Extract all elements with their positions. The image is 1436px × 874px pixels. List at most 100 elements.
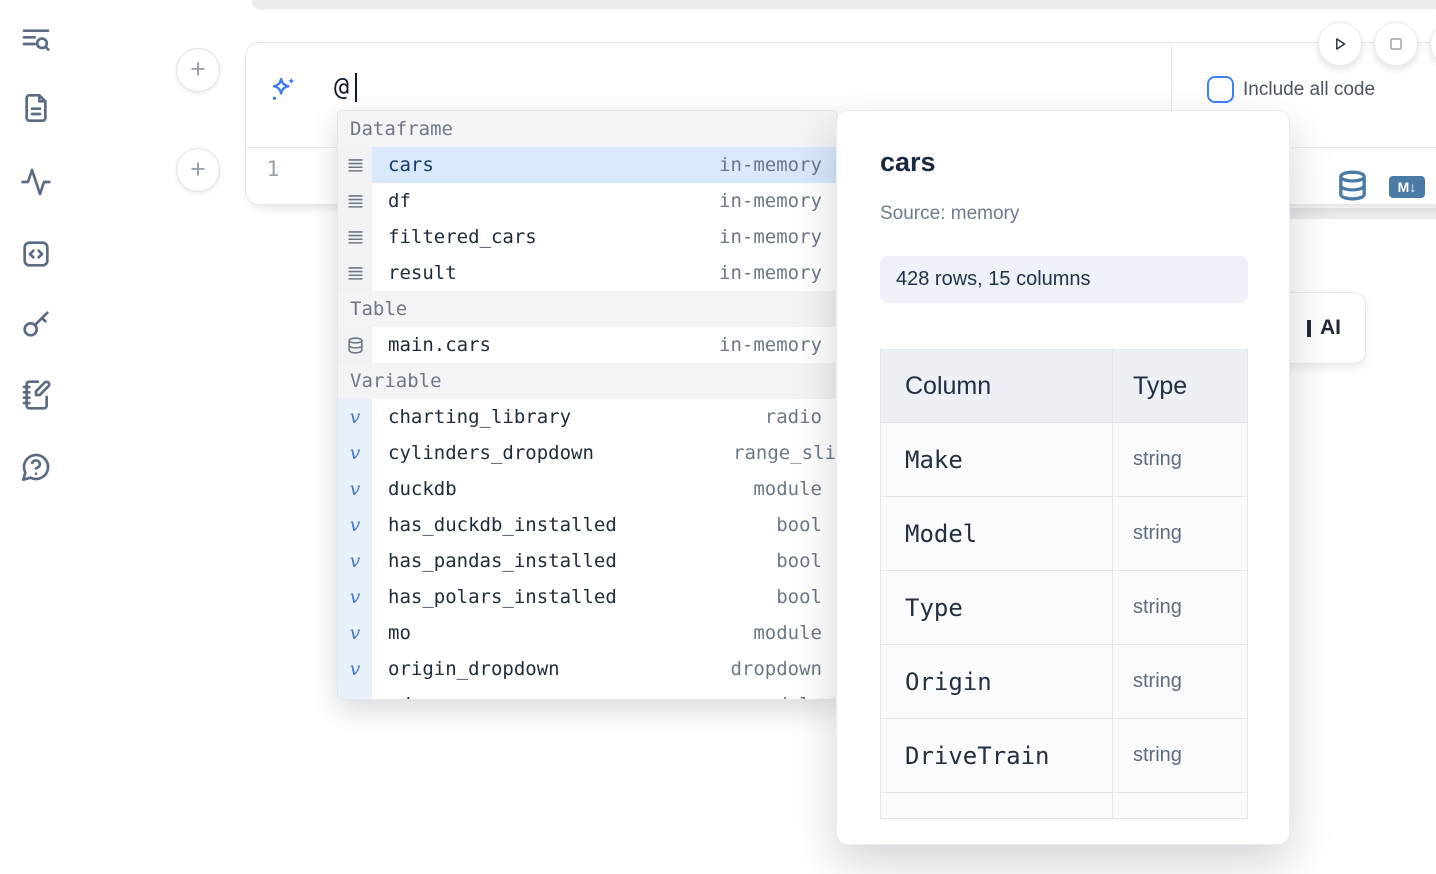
activity-icon[interactable] [20, 166, 52, 198]
autocomplete-item[interactable]: v has_pandas_installed bool [338, 543, 836, 579]
autocomplete-section-header: Dataframe [338, 111, 836, 147]
key-icon[interactable] [20, 308, 52, 340]
notebook-pen-icon[interactable] [20, 379, 52, 411]
database-icon[interactable] [1336, 169, 1369, 202]
autocomplete-item[interactable]: v has_duckdb_installed bool [338, 507, 836, 543]
schema-cell: Model [881, 497, 1113, 570]
autocomplete-item-name: has_duckdb_installed [388, 514, 617, 536]
autocomplete-item[interactable]: result in-memory [338, 255, 836, 291]
previous-cell-output-band [252, 0, 1436, 9]
autocomplete-item-name: has_polars_installed [388, 586, 617, 608]
autocomplete-item-name: df [388, 190, 411, 212]
schema-cell: string [1133, 596, 1182, 618]
autocomplete-item-type: bool [776, 550, 822, 572]
schema-cell: string [1133, 670, 1182, 692]
autocomplete-item-name: cylinders_dropdown [388, 442, 594, 464]
text-cursor [355, 73, 357, 102]
variable-icon: v [349, 657, 361, 680]
autocomplete-item-type: in-memory [719, 190, 822, 212]
schema-cell: string [1133, 448, 1182, 470]
autocomplete-item-type: module [753, 694, 836, 699]
variable-icon: v [350, 695, 361, 699]
autocomplete-item-name: duckdb [388, 478, 457, 500]
schema-header-cell: Type [1133, 371, 1188, 400]
text-search-icon[interactable] [20, 24, 52, 56]
autocomplete-item-type: module [753, 622, 822, 644]
markdown-icon[interactable]: M↓ [1389, 176, 1425, 198]
stop-kernel-button[interactable] [1374, 22, 1418, 66]
autocomplete-section-header: Variable [338, 363, 836, 399]
autocomplete-item-name: pd [388, 694, 411, 699]
autocomplete-item[interactable]: filtered_cars in-memory [338, 219, 836, 255]
autocomplete-item-type: radio [764, 406, 822, 428]
autocomplete-item-type: in-memory [719, 334, 822, 356]
schema-cell [1113, 793, 1247, 818]
schema-cell: Make [881, 423, 1113, 496]
autocomplete-item-name: main.cars [388, 334, 491, 356]
run-cell-button[interactable] [1318, 22, 1362, 66]
ai-button-label: AI [1320, 316, 1341, 339]
autocomplete-item-name: mo [388, 622, 411, 644]
autocomplete-item-name: filtered_cars [388, 226, 537, 248]
schema-row: Make string [881, 423, 1247, 497]
schema-cell: Type [881, 571, 1113, 644]
autocomplete-item[interactable]: v mo module [338, 615, 836, 651]
variable-icon: v [349, 441, 361, 464]
autocomplete-item-name: result [388, 262, 457, 284]
autocomplete-item-name: cars [388, 154, 434, 176]
help-chat-icon[interactable] [20, 451, 52, 483]
autocomplete-item-type: in-memory [719, 154, 822, 176]
include-all-code-checkbox[interactable] [1207, 76, 1234, 103]
schema-header-cell: Column [881, 350, 1113, 422]
autocomplete-item-type: bool [776, 586, 822, 608]
schema-row: Type string [881, 571, 1247, 645]
variable-icon: v [349, 477, 361, 500]
autocomplete-item[interactable]: v pd module [338, 687, 836, 699]
autocomplete-item-name: has_pandas_installed [388, 550, 617, 572]
preview-shape-badge: 428 rows, 15 columns [880, 256, 1248, 303]
autocomplete-item-type: module [753, 478, 822, 500]
autocomplete-item[interactable]: v has_polars_installed bool [338, 579, 836, 615]
autocomplete-item[interactable]: main.cars in-memory [338, 327, 836, 363]
autocomplete-item-type: in-memory [719, 226, 822, 248]
sparkles-icon [268, 75, 298, 105]
rows-icon [347, 194, 363, 208]
stop-icon [1390, 38, 1402, 50]
schema-header-row: Column Type [881, 350, 1247, 423]
preview-source: Source: memory [880, 203, 1020, 224]
schema-row [881, 793, 1247, 818]
add-cell-above-button[interactable]: + [176, 48, 220, 92]
variable-icon: v [349, 585, 361, 608]
autocomplete-item-type: range_slider [733, 442, 836, 464]
clipped-text-fragment [1307, 319, 1311, 337]
autocomplete-item[interactable]: v cylinders_dropdown range_slider [338, 435, 836, 471]
include-all-code-label: Include all code [1243, 79, 1376, 100]
editor-line-number: 1 [266, 157, 280, 181]
variable-icon: v [349, 513, 361, 536]
rows-icon [347, 266, 363, 280]
variable-icon: v [349, 549, 361, 572]
file-document-icon[interactable] [20, 92, 52, 124]
autocomplete-section-header: Table [338, 291, 836, 327]
schema-cell [881, 793, 1113, 818]
autocomplete-item[interactable]: v duckdb module [338, 471, 836, 507]
autocomplete-item[interactable]: cars in-memory [338, 147, 836, 183]
autocomplete-item[interactable]: df in-memory [338, 183, 836, 219]
preview-title: cars [880, 147, 936, 177]
schema-cell: DriveTrain [881, 719, 1113, 792]
add-cell-below-button[interactable]: + [176, 148, 220, 192]
prompt-checkbox-divider [1171, 43, 1172, 147]
ai-prompt-input[interactable]: @ [334, 72, 350, 101]
variable-icon: v [349, 405, 361, 428]
autocomplete-item-type: in-memory [719, 262, 822, 284]
code-square-icon[interactable] [20, 238, 52, 270]
autocomplete-item-type: bool [776, 514, 822, 536]
variable-icon: v [349, 621, 361, 644]
